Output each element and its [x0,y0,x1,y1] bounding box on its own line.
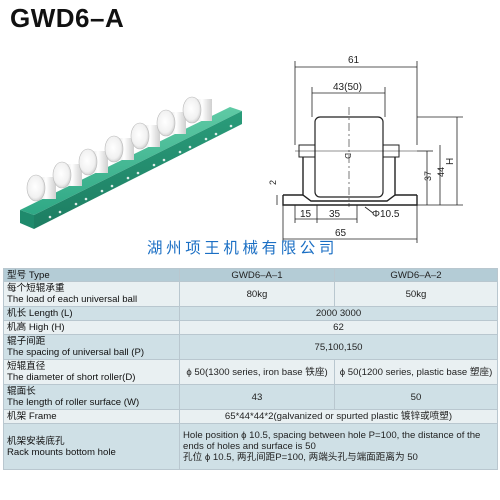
mount-value-en: Hole position ϕ 10.5, spacing between ho… [183,430,481,452]
dim-total-width: 61 [348,55,360,66]
dim-hole-diameter: Φ10.5 [372,209,400,220]
dim-h: H [445,158,456,165]
spacing-label-cn: 辊子间距 [7,336,46,347]
rail-top [20,107,242,215]
frame-bracket [302,157,396,202]
rail-end [20,210,34,229]
company-name: 湖州项王机械有限公司 [147,239,339,257]
table-row: 机架安装底孔 Rack mounts bottom hole Hole posi… [3,423,498,470]
spacing-label-en: The spacing of universal ball (P) [7,347,145,358]
roller-length-label-en: The length of roller surface (W) [7,397,140,408]
load-label-en: The load of each universal ball [7,294,138,305]
frame-label: 机架 Frame [3,409,180,424]
product-model-title: GWD6–A [10,3,125,33]
roller-length-label: 辊面长 The length of roller surface (W) [3,384,180,410]
load-col1: 80kg [179,281,335,307]
mount-label-en: Rack mounts bottom hole [7,446,116,458]
diameter-col1: ϕ 50(1300 series, iron base 铁座) [179,359,335,385]
rail-holes [48,124,233,219]
dim-d: D [343,153,352,159]
dim-roller-height: 37 [423,171,433,181]
spacing-value: 75,100,150 [179,334,498,360]
dim-overall-height: 44 [436,167,446,177]
dim-inner-width: 43(50) [333,82,362,93]
table-row: 机高 High (H) 62 [3,320,498,335]
table-row: 机长 Length (L) 2000 3000 [3,306,498,321]
spec-table: 型号 Type GWD6–A–1 GWD6–A–2 每个短辊承重 The loa… [3,268,498,470]
dim-hole-pitch: 35 [329,209,341,220]
dim-base-length: 65 [335,228,347,239]
type-label: 型号 Type [3,268,180,282]
diameter-label: 短辊直径 The diameter of short roller(D) [3,359,180,385]
table-row: 型号 Type GWD6–A–1 GWD6–A–2 [3,268,498,282]
diameter-label-en: The diameter of short roller(D) [7,372,136,383]
table-row: 机架 Frame 65*44*44*2(galvanized or spurte… [3,409,498,424]
length-label: 机长 Length (L) [3,306,180,321]
roller-length-label-cn: 辊面长 [7,386,36,397]
mount-value: Hole position ϕ 10.5, spacing between ho… [179,423,498,470]
roller-length-col1: 43 [179,384,335,410]
table-row: 辊子间距 The spacing of universal ball (P) 7… [3,334,498,360]
diameter-label-cn: 短辊直径 [7,361,46,372]
product-photo [20,96,242,229]
roller-length-col2: 50 [334,384,498,410]
height-label: 机高 High (H) [3,320,180,335]
technical-drawing: 61 43(50) D 2 37 44 H 15 35 Φ10.5 65 [268,55,463,243]
dim-base-thickness: 2 [268,180,278,185]
spacing-label: 辊子间距 The spacing of universal ball (P) [3,334,180,360]
rollers [26,96,212,202]
dim-hole-offset: 15 [300,209,312,220]
height-value: 62 [179,320,498,335]
mount-value-cn: 孔位 ϕ 10.5, 两孔间距P=100, 两端头孔与端面距离为 50 [183,452,418,463]
frame-value: 65*44*44*2(galvanized or spurted plastic… [179,409,498,424]
type-col1: GWD6–A–1 [179,268,335,282]
load-label: 每个短辊承重 The load of each universal ball [3,281,180,307]
type-col2: GWD6–A–2 [334,268,498,282]
mount-label: 机架安装底孔 Rack mounts bottom hole [3,423,180,470]
length-value: 2000 3000 [179,306,498,321]
load-label-cn: 每个短辊承重 [7,283,65,294]
table-row: 每个短辊承重 The load of each universal ball 8… [3,281,498,307]
mount-label-cn: 机架安装底孔 [7,435,65,447]
load-col2: 50kg [334,281,498,307]
table-row: 短辊直径 The diameter of short roller(D) ϕ 5… [3,359,498,385]
table-row: 辊面长 The length of roller surface (W) 43 … [3,384,498,410]
diameter-col2: ϕ 50(1200 series, plastic base 塑座) [334,359,498,385]
